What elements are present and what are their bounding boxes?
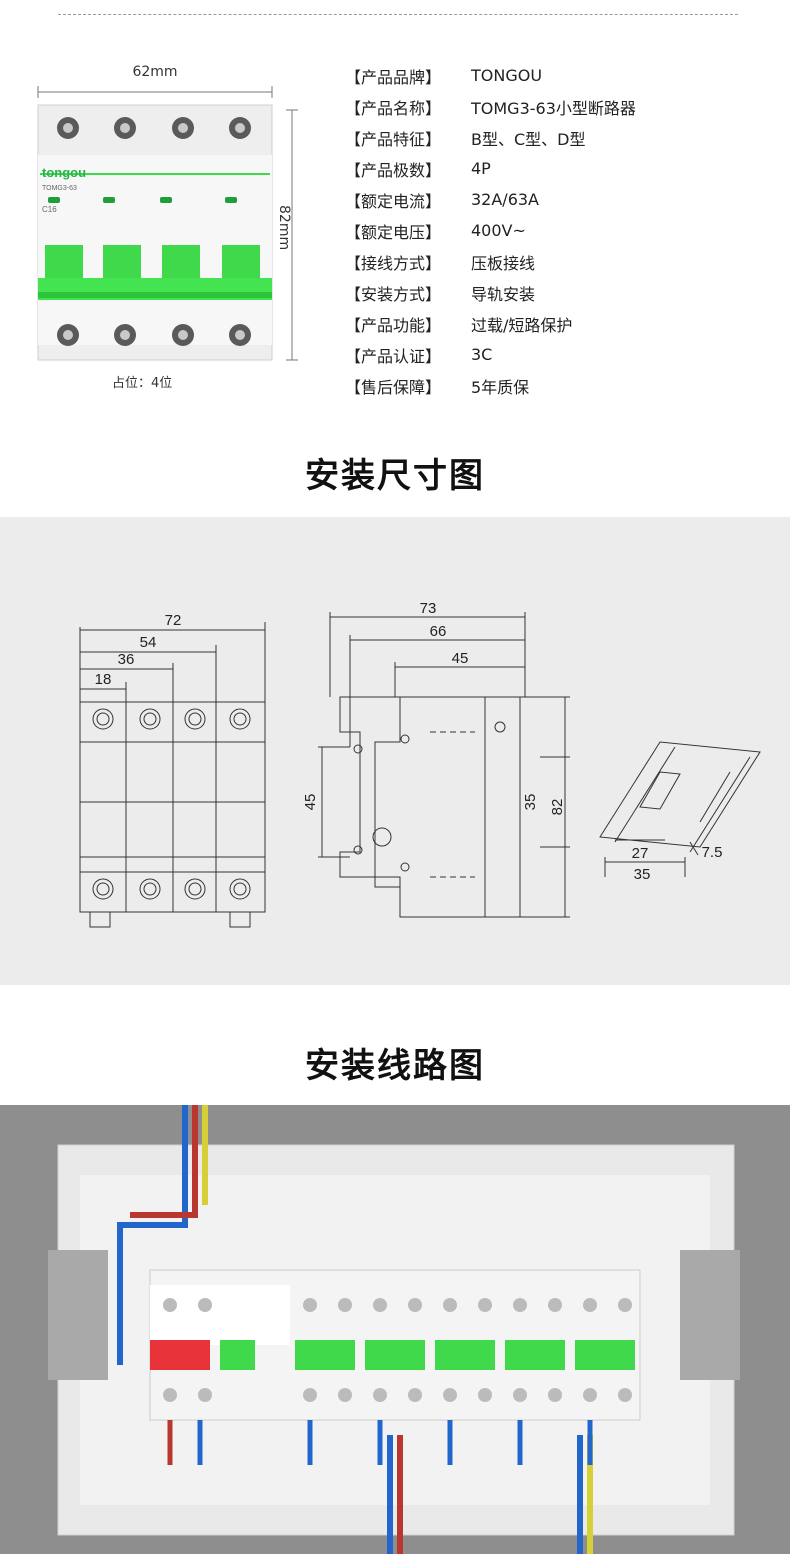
top-dashed-divider: [58, 14, 738, 15]
svg-text:35: 35: [634, 866, 651, 883]
spec-row: 【产品品牌】TONGOU: [345, 66, 543, 87]
spec-row: 【产品名称】TOMG3-63小型断路器: [345, 98, 636, 118]
svg-text:45: 45: [302, 794, 319, 811]
dimension-drawing-panel: 72 54 36 18 73 66 45 45 35 82 27 35 7.5: [0, 517, 790, 985]
svg-text:73: 73: [420, 600, 437, 617]
spec-row: 【产品特征】B型、C型、D型: [345, 129, 586, 149]
spec-row: 【产品功能】过载/短路保护: [345, 315, 573, 335]
spec-row: 【售后保障】5年质保: [345, 377, 530, 397]
occupy-label: 占位：4位: [112, 376, 173, 391]
spec-row: 【额定电流】32A/63A: [345, 190, 539, 211]
spec-list: 【产品品牌】TONGOU 【产品名称】TOMG3-63小型断路器 【产品特征】B…: [345, 60, 765, 401]
svg-text:36: 36: [118, 651, 135, 668]
spec-row: 【产品认证】3C: [345, 345, 493, 366]
spec-row: 【安装方式】导轨安装: [345, 284, 536, 304]
svg-text:35: 35: [522, 794, 539, 811]
spec-row: 【产品极数】4P: [345, 159, 491, 180]
svg-text:54: 54: [140, 634, 157, 651]
svg-text:7.5: 7.5: [702, 844, 723, 861]
wiring-photo: [0, 1105, 790, 1554]
wiring-section-title: 安装线路图: [305, 1046, 485, 1086]
dimensions-section-title: 安装尺寸图: [305, 456, 485, 496]
svg-text:27: 27: [632, 845, 649, 862]
height-dimension-label: 82mm: [276, 205, 292, 251]
svg-text:45: 45: [452, 650, 469, 667]
svg-text:72: 72: [165, 612, 182, 629]
svg-text:82: 82: [549, 799, 566, 816]
svg-text:66: 66: [430, 623, 447, 640]
spec-row: 【额定电压】400V~: [345, 221, 526, 242]
spec-row: 【接线方式】压板接线: [345, 253, 536, 273]
width-dimension-label: 62mm: [132, 64, 178, 80]
svg-text:18: 18: [95, 671, 112, 688]
